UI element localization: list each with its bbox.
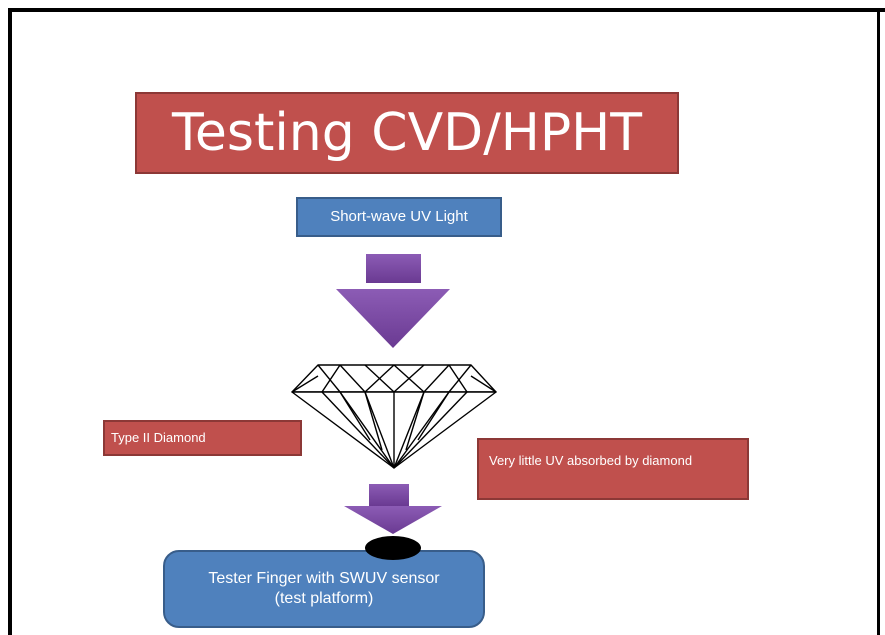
uv-light-label: Short-wave UV Light — [296, 197, 502, 237]
sensor-icon — [365, 536, 421, 560]
diamond-type-label: Type II Diamond — [103, 420, 302, 456]
absorption-label: Very little UV absorbed by diamond — [477, 438, 749, 500]
tester-platform: Tester Finger with SWUV sensor (test pla… — [163, 550, 485, 628]
slide-border-top — [8, 8, 885, 12]
tester-label-line1: Tester Finger with SWUV sensor — [208, 570, 440, 587]
slide-title: Testing CVD/HPHT — [135, 92, 679, 174]
diamond-icon — [291, 364, 497, 469]
tester-label-line2: (test platform) — [274, 590, 374, 607]
uv-through-arrow-icon — [344, 484, 442, 534]
slide-border-left — [8, 8, 12, 635]
slide-border-right — [877, 8, 880, 635]
uv-down-arrow-icon — [336, 254, 450, 348]
